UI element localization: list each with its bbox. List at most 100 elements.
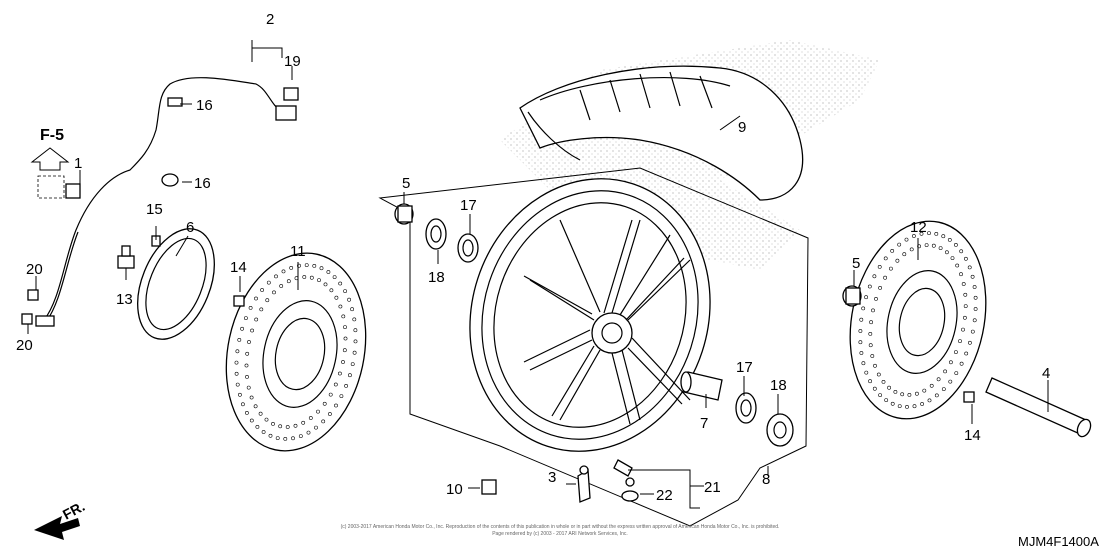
tire[interactable] (519, 65, 804, 201)
vent-hole (959, 272, 963, 277)
vent-hole (858, 329, 863, 333)
vent-hole (878, 285, 883, 290)
vent-hole (936, 377, 941, 382)
brake-disc-right[interactable] (833, 208, 1004, 431)
assembly-boundary (378, 167, 809, 527)
oil-seal-left[interactable] (457, 233, 479, 263)
vent-hole (344, 383, 349, 388)
vent-hole (869, 320, 874, 325)
clip-16-mid[interactable] (161, 173, 179, 187)
vent-hole (920, 402, 925, 406)
bolt-14-right[interactable] (963, 391, 975, 403)
callout-13: 13 (116, 291, 133, 308)
callout-22: 22 (656, 487, 673, 504)
vent-hole (959, 249, 964, 254)
vent-hole (343, 289, 348, 294)
vent-hole (934, 393, 939, 398)
vent-hole (244, 363, 249, 368)
vent-hole (907, 392, 912, 397)
callout-18b: 18 (770, 377, 787, 394)
vent-hole (316, 409, 320, 414)
vent-hole (872, 274, 877, 279)
vent-hole (343, 325, 347, 330)
callout-19: 19 (284, 53, 301, 70)
vent-hole (249, 418, 254, 423)
vent-hole (963, 315, 967, 320)
vent-hole (876, 372, 881, 377)
vent-hole (881, 379, 886, 384)
vent-hole (281, 269, 286, 274)
valve-angled[interactable] (613, 459, 635, 487)
callout-8: 8 (762, 471, 770, 488)
vent-hole (291, 436, 295, 441)
speed-sensor-harness[interactable] (43, 77, 283, 323)
direction-label: FR. (60, 498, 87, 523)
vent-hole (964, 256, 968, 261)
speed-sensor[interactable] (35, 315, 55, 327)
vent-hole (968, 340, 972, 345)
vent-hole (900, 392, 905, 397)
vent-hole (895, 258, 900, 263)
vent-hole (927, 398, 932, 403)
callout-2: 2 (266, 11, 274, 28)
vent-hole (870, 354, 875, 358)
vent-hole (246, 385, 251, 390)
bolt-20-bottom[interactable] (21, 313, 33, 325)
callout-11: 11 (290, 243, 306, 260)
vent-hole (333, 382, 338, 387)
callout-20a: 20 (26, 261, 43, 278)
figure-reference[interactable]: F-5 (40, 127, 64, 144)
callout-15: 15 (146, 201, 163, 218)
connector-2[interactable] (275, 105, 297, 121)
vent-hole (941, 387, 946, 392)
collar-left[interactable] (394, 203, 414, 225)
vent-hole (912, 404, 917, 409)
vent-hole (334, 403, 338, 408)
diagram-code: MJM4F1400A (1018, 534, 1099, 549)
clip-16-top[interactable] (167, 97, 183, 107)
vent-hole (317, 278, 321, 283)
vent-hole (883, 275, 888, 280)
o-ring-22[interactable] (621, 490, 639, 502)
vent-hole (301, 420, 306, 425)
vent-hole (887, 385, 892, 390)
callout-20b: 20 (16, 337, 33, 354)
sensor-bracket[interactable] (65, 183, 81, 199)
vent-hole (341, 314, 346, 319)
vent-hole (235, 349, 240, 354)
wheel-weight[interactable] (481, 479, 497, 495)
vent-hole (902, 252, 907, 257)
vent-hole (289, 265, 294, 270)
vent-hole (873, 363, 877, 368)
wheel-rim[interactable] (435, 147, 745, 482)
vent-hole (266, 280, 271, 285)
bolt-20-top[interactable] (27, 289, 39, 301)
oil-seal-right[interactable] (766, 413, 794, 447)
bearing-right[interactable] (735, 392, 757, 424)
valve-stem[interactable] (577, 465, 591, 503)
bearing-left[interactable] (425, 218, 447, 250)
vent-hole (909, 247, 914, 252)
vent-hole (964, 351, 969, 356)
vent-hole (941, 234, 946, 239)
pulser-ring[interactable] (123, 217, 230, 350)
callout-4: 4 (1042, 365, 1050, 382)
vent-hole (234, 360, 239, 365)
callout-7: 7 (700, 415, 708, 432)
front-axle[interactable] (985, 377, 1093, 439)
brake-disc-left[interactable] (209, 240, 384, 464)
vent-hole (877, 264, 882, 269)
callout-17a: 17 (460, 197, 477, 214)
distance-collar[interactable] (680, 371, 723, 401)
vent-hole (245, 374, 249, 379)
flange-bolt-13[interactable] (117, 245, 135, 269)
vent-hole (338, 281, 343, 286)
vent-hole (889, 266, 893, 271)
vent-hole (890, 248, 895, 253)
vent-hole (272, 290, 276, 295)
collar-right[interactable] (842, 285, 862, 307)
connector-19[interactable] (283, 87, 299, 101)
vent-hole (353, 328, 358, 333)
bolt-14-left[interactable] (233, 295, 245, 307)
disc-left-holes (234, 263, 358, 441)
